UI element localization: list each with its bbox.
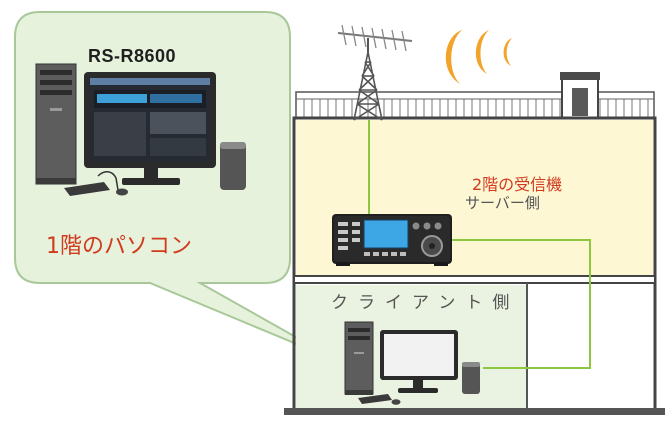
client-side-label: クライアント側 [331,293,520,313]
radio-waves [445,30,512,84]
pc-keyboard-mouse [64,171,128,196]
rooftop-stairhouse [560,72,600,119]
pc-speaker [220,142,246,190]
roof-railing [295,91,655,119]
server-side-label: サーバー側 [465,194,540,212]
receiver-label: 2階の受信機 [472,175,563,194]
receiver-unit [332,214,452,266]
client-pc-speaker [462,362,480,394]
client-pc-tower [344,321,374,395]
antenna [337,24,413,121]
pc-monitor [84,72,216,185]
antenna-tower [353,51,383,121]
upstairs-pc-illustration [35,63,246,196]
software-label: RS-R8600 [88,46,177,66]
pc-tower [35,63,77,185]
network-cables [368,120,591,369]
client-pc-monitor [380,330,458,393]
upstairs-pc-label: 1階のパソコン [46,234,192,259]
client-pc-illustration [344,321,480,405]
client-pc-keyboard-mouse [358,394,401,405]
receiver-display [364,220,408,248]
